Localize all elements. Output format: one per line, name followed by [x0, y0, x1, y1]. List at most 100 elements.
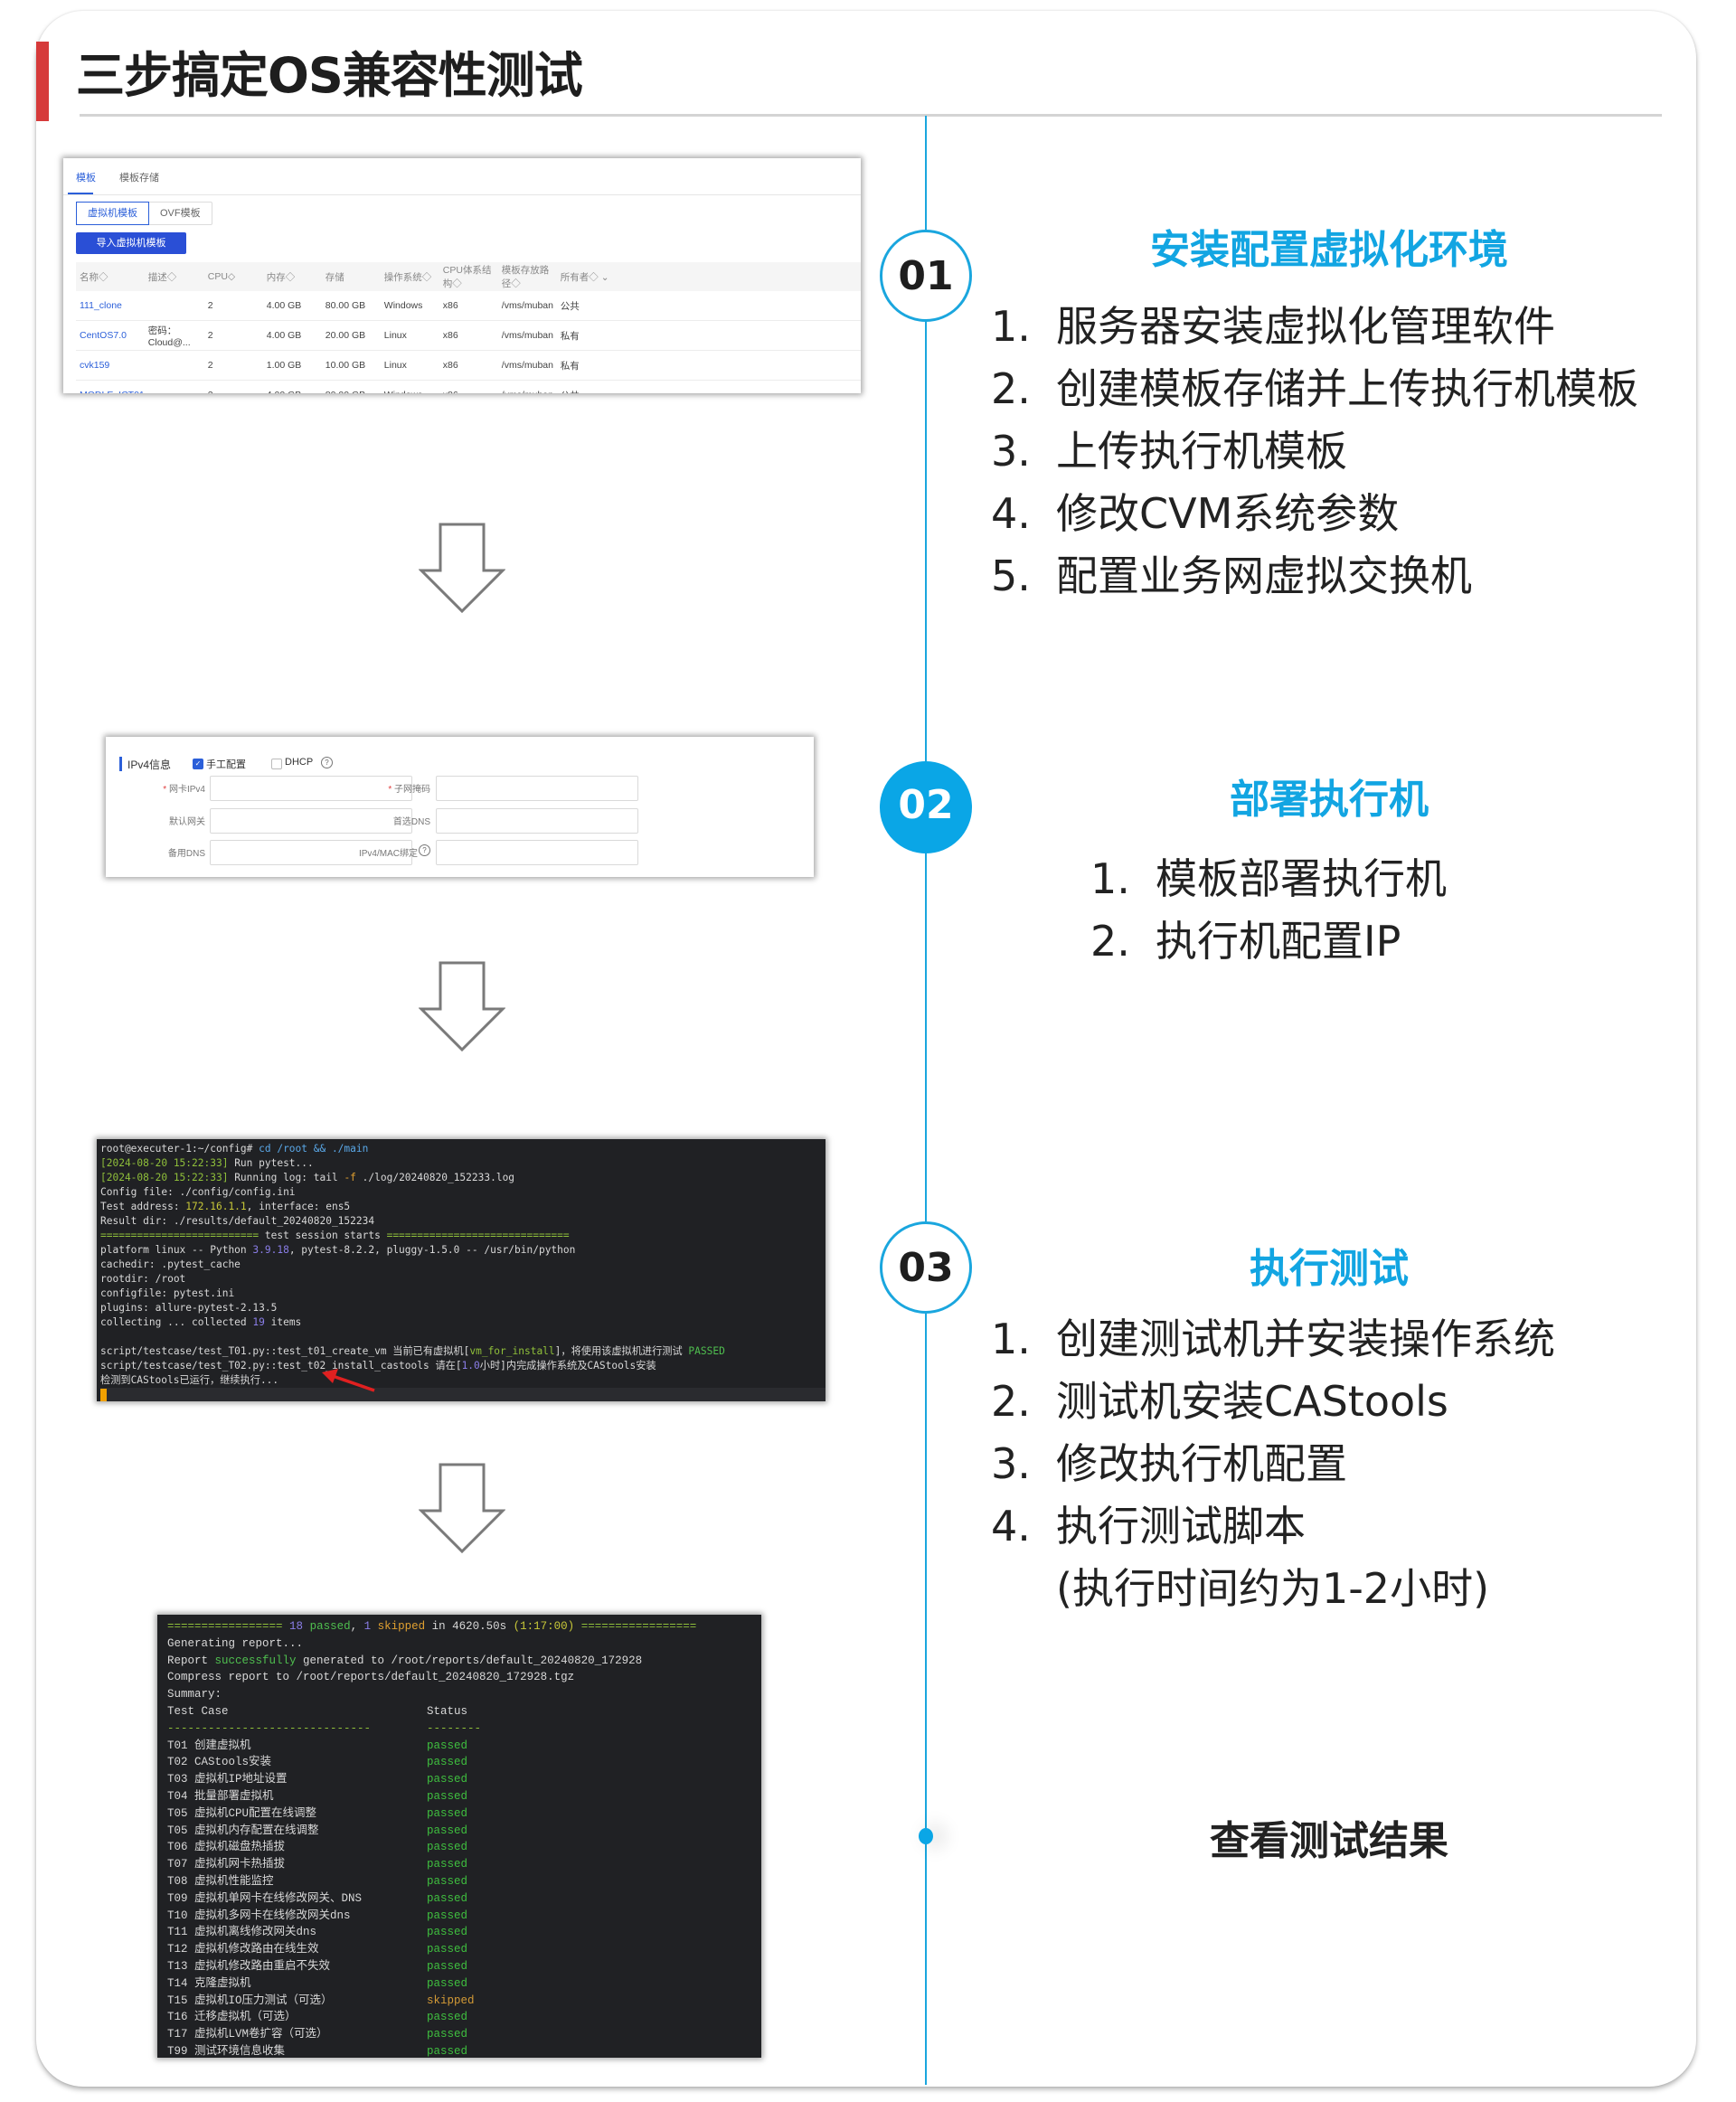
col-memory[interactable]: 内存◇	[262, 262, 322, 291]
terminal-line: Compress report to /root/reports/default…	[167, 1671, 575, 1684]
title-accent-bar	[36, 42, 49, 121]
step-item-number: 1.	[1090, 854, 1130, 903]
step-item-number: 3.	[991, 1439, 1031, 1488]
test-case-row: T17 虚拟机LVM卷扩容（可选）passed	[167, 2026, 761, 2043]
test-case-name: 虚拟机LVM卷扩容（可选）	[194, 2028, 328, 2041]
test-run-terminal: root@executer-1:~/config# cd /root && ./…	[97, 1139, 826, 1401]
step-item-number: 4.	[991, 1502, 1031, 1551]
test-case-status: passed	[427, 1909, 468, 1922]
step-item-number: 1.	[991, 1315, 1031, 1363]
col-path[interactable]: 模板存放路径◇	[497, 262, 557, 291]
help-icon[interactable]: ?	[419, 844, 430, 856]
tab-template-storage[interactable]: 模板存储	[119, 173, 159, 184]
step-item-text: 测试机安装CAStools	[1056, 1377, 1448, 1426]
subnet-mask-input[interactable]	[436, 776, 638, 801]
col-os[interactable]: 操作系统◇	[380, 262, 439, 291]
test-case-id: T09	[167, 1891, 188, 1905]
col-name[interactable]: 名称◇	[76, 262, 145, 291]
test-case-status: passed	[427, 1824, 468, 1837]
default-gateway-input[interactable]	[210, 808, 412, 834]
step-item: 4.修改CVM系统参数	[991, 483, 1638, 545]
terminal-cursor	[100, 1388, 107, 1401]
manual-config-checkbox[interactable]: ✓	[193, 759, 203, 769]
timeline-dot	[919, 1828, 933, 1844]
col-owner[interactable]: 所有者◇ ⌄	[556, 262, 861, 291]
col-cpu-arch[interactable]: CPU体系结构◇	[439, 262, 498, 291]
test-case-id: T03	[167, 1773, 188, 1786]
template-name-link[interactable]: MODLE_ICT01	[76, 380, 145, 393]
segment-ovf-template[interactable]: OVF模板	[160, 208, 201, 219]
section-accent-bar	[119, 757, 122, 771]
help-icon[interactable]: ?	[321, 757, 333, 768]
col-description[interactable]: 描述◇	[144, 262, 204, 291]
step-item: 5.配置业务网虚拟交换机	[991, 545, 1638, 608]
terminal-line: Test address: 172.16.1.1, interface: ens…	[100, 1201, 351, 1212]
terminal-line: rootdir: /root	[100, 1273, 186, 1285]
test-case-row: T16 迁移虚拟机（可选）passed	[167, 2009, 761, 2026]
table-cell: 私有	[556, 320, 861, 351]
test-case-name: 虚拟机多网卡在线修改网关dns	[194, 1909, 351, 1922]
step-item-text: 模板部署执行机	[1156, 854, 1447, 903]
test-case-status: passed	[427, 1891, 468, 1905]
final-step-heading: 查看测试结果	[1210, 1818, 1448, 1864]
step-item: 2.执行机配置IP	[1090, 910, 1447, 973]
step-number-badge: 01	[880, 230, 972, 322]
required-mark: *	[163, 785, 167, 795]
preferred-dns-input[interactable]	[436, 808, 638, 834]
field-label-preferred-dns: 首选DNS	[392, 817, 430, 827]
template-name-link[interactable]: 111_clone	[76, 291, 145, 321]
import-vm-template-button[interactable]: 导入虚拟机模板	[76, 232, 186, 254]
col-cpu[interactable]: CPU◇	[203, 262, 263, 291]
terminal-line	[100, 1330, 826, 1344]
table-cell: Windows	[380, 291, 439, 321]
template-tabs: 模板 模板存储	[63, 158, 861, 195]
backup-dns-input[interactable]	[210, 840, 412, 865]
test-case-status: skipped	[427, 1994, 475, 2007]
step-heading: 执行测试	[1250, 1246, 1409, 1292]
terminal-line: Generating report...	[167, 1636, 304, 1650]
test-case-name: 创建虚拟机	[194, 1739, 251, 1752]
down-arrow-icon	[419, 961, 505, 1051]
table-cell: /vms/muban	[497, 350, 557, 381]
nic-ipv4-input[interactable]	[210, 776, 412, 801]
test-case-status: passed	[427, 1756, 468, 1769]
table-cell: 私有	[556, 350, 861, 381]
table-cell: /vms/muban	[497, 320, 557, 351]
test-case-name: 虚拟机磁盘热插拔	[194, 1841, 286, 1854]
test-case-id: T10	[167, 1909, 188, 1922]
terminal-line: [2024-08-20 15:22:33] Running log: tail …	[100, 1172, 515, 1183]
ipv4-config-screenshot: IPv4信息 ✓ 手工配置 DHCP ? * 网卡IPv4 * 子网掩码 默认网…	[106, 737, 814, 877]
tab-templates[interactable]: 模板	[76, 173, 96, 184]
step-item: 2. 测试机安装CAStools	[991, 1371, 1555, 1433]
step-item-list: 1. 模板部署执行机 2.执行机配置IP	[1090, 848, 1447, 973]
field-label-gateway: 默认网关	[169, 817, 205, 827]
table-cell: 4.00 GB	[262, 380, 322, 393]
terminal-line: script/testcase/test_T02.py::test_t02_in…	[100, 1360, 656, 1371]
terminal-line: cachedir: .pytest_cache	[100, 1258, 241, 1270]
step-item-number: 2.	[991, 1377, 1031, 1426]
test-case-row: T10 虚拟机多网卡在线修改网关dns passed	[167, 1908, 761, 1925]
test-case-id: T14	[167, 1976, 188, 1990]
dhcp-checkbox[interactable]	[271, 759, 282, 769]
test-case-status: passed	[427, 1976, 468, 1990]
ipv4-mac-binding-input[interactable]	[436, 840, 638, 865]
template-name-link[interactable]: cvk159	[76, 350, 145, 381]
segment-vm-template[interactable]: 虚拟机模板	[76, 202, 149, 225]
template-name-link[interactable]: CentOS7.0	[76, 320, 145, 351]
test-case-id: T13	[167, 1959, 188, 1973]
test-case-name: 测试环境信息收集	[194, 2044, 286, 2058]
step-item: 4. 执行测试脚本	[991, 1495, 1555, 1558]
step-item-text: 创建模板存储并上传执行机模板	[1056, 364, 1638, 413]
terminal-input-line[interactable]	[100, 1388, 826, 1401]
step-item-text: 执行测试脚本	[1056, 1502, 1306, 1551]
terminal-line: ========================== test session …	[100, 1230, 570, 1241]
